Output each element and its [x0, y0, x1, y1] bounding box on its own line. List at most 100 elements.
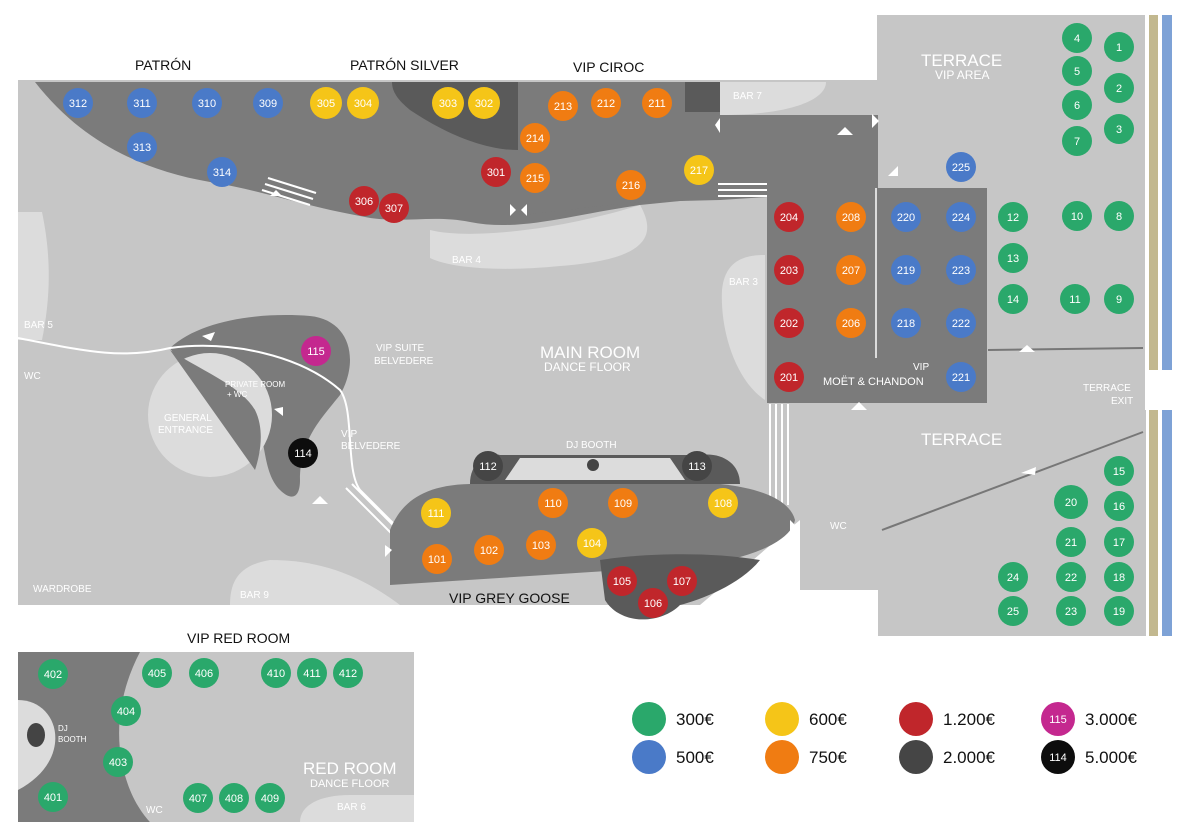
- table-407[interactable]: 407: [183, 783, 213, 813]
- table-marker[interactable]: [1056, 527, 1086, 557]
- table-212[interactable]: 212: [591, 88, 621, 118]
- table-marker[interactable]: [142, 658, 172, 688]
- table-marker[interactable]: [481, 157, 511, 187]
- table-marker[interactable]: [946, 152, 976, 182]
- table-marker[interactable]: [207, 157, 237, 187]
- table-marker[interactable]: [1104, 527, 1134, 557]
- table-marker[interactable]: [891, 308, 921, 338]
- table-marker[interactable]: [946, 202, 976, 232]
- table-215[interactable]: 215: [520, 163, 550, 193]
- table-marker[interactable]: [998, 202, 1028, 232]
- table-302[interactable]: 302: [468, 87, 500, 119]
- table-marker[interactable]: [421, 498, 451, 528]
- table-marker[interactable]: [349, 186, 379, 216]
- table-401[interactable]: 401: [38, 782, 68, 812]
- table-309[interactable]: 309: [253, 88, 283, 118]
- table-313[interactable]: 313: [127, 132, 157, 162]
- table-18[interactable]: 18: [1104, 562, 1134, 592]
- table-17[interactable]: 17: [1104, 527, 1134, 557]
- table-marker[interactable]: [301, 336, 331, 366]
- table-marker[interactable]: [1104, 491, 1134, 521]
- table-marker[interactable]: [183, 783, 213, 813]
- table-410[interactable]: 410: [261, 658, 291, 688]
- table-marker[interactable]: [836, 255, 866, 285]
- table-106[interactable]: 106: [638, 588, 668, 618]
- table-8[interactable]: 8: [1104, 201, 1134, 231]
- table-112[interactable]: 112: [473, 451, 503, 481]
- table-2[interactable]: 2: [1104, 73, 1134, 103]
- table-marker[interactable]: [1104, 73, 1134, 103]
- table-marker[interactable]: [538, 488, 568, 518]
- table-marker[interactable]: [684, 155, 714, 185]
- table-22[interactable]: 22: [1056, 562, 1086, 592]
- table-marker[interactable]: [1062, 201, 1092, 231]
- table-224[interactable]: 224: [946, 202, 976, 232]
- table-103[interactable]: 103: [526, 530, 556, 560]
- table-303[interactable]: 303: [432, 87, 464, 119]
- table-213[interactable]: 213: [548, 91, 578, 121]
- table-6[interactable]: 6: [1062, 90, 1092, 120]
- table-marker[interactable]: [333, 658, 363, 688]
- table-marker[interactable]: [607, 566, 637, 596]
- table-marker[interactable]: [946, 362, 976, 392]
- table-110[interactable]: 110: [538, 488, 568, 518]
- table-312[interactable]: 312: [63, 88, 93, 118]
- table-14[interactable]: 14: [998, 284, 1028, 314]
- table-marker[interactable]: [422, 544, 452, 574]
- table-marker[interactable]: [127, 88, 157, 118]
- table-216[interactable]: 216: [616, 170, 646, 200]
- table-25[interactable]: 25: [998, 596, 1028, 626]
- table-marker[interactable]: [998, 562, 1028, 592]
- table-marker[interactable]: [297, 658, 327, 688]
- table-marker[interactable]: [1062, 23, 1092, 53]
- table-225[interactable]: 225: [946, 152, 976, 182]
- table-307[interactable]: 307: [379, 193, 409, 223]
- table-11[interactable]: 11: [1060, 284, 1090, 314]
- table-102[interactable]: 102: [474, 535, 504, 565]
- table-21[interactable]: 21: [1056, 527, 1086, 557]
- table-marker[interactable]: [591, 88, 621, 118]
- table-marker[interactable]: [255, 783, 285, 813]
- table-105[interactable]: 105: [607, 566, 637, 596]
- table-marker[interactable]: [891, 255, 921, 285]
- table-107[interactable]: 107: [667, 566, 697, 596]
- table-222[interactable]: 222: [946, 308, 976, 338]
- table-202[interactable]: 202: [774, 308, 804, 338]
- table-16[interactable]: 16: [1104, 491, 1134, 521]
- table-marker[interactable]: [774, 202, 804, 232]
- table-marker[interactable]: [667, 566, 697, 596]
- table-marker[interactable]: [1060, 284, 1090, 314]
- table-19[interactable]: 19: [1104, 596, 1134, 626]
- table-402[interactable]: 402: [38, 659, 68, 689]
- table-24[interactable]: 24: [998, 562, 1028, 592]
- table-104[interactable]: 104: [577, 528, 607, 558]
- table-219[interactable]: 219: [891, 255, 921, 285]
- table-13[interactable]: 13: [998, 243, 1028, 273]
- table-marker[interactable]: [63, 88, 93, 118]
- table-206[interactable]: 206: [836, 308, 866, 338]
- table-208[interactable]: 208: [836, 202, 866, 232]
- table-marker[interactable]: [1104, 201, 1134, 231]
- table-115[interactable]: 115: [301, 336, 331, 366]
- table-marker[interactable]: [836, 308, 866, 338]
- table-304[interactable]: 304: [347, 87, 379, 119]
- table-marker[interactable]: [774, 255, 804, 285]
- table-20[interactable]: 20: [1054, 485, 1088, 519]
- table-306[interactable]: 306: [349, 186, 379, 216]
- table-marker[interactable]: [1104, 32, 1134, 62]
- table-marker[interactable]: [253, 88, 283, 118]
- table-15[interactable]: 15: [1104, 456, 1134, 486]
- table-314[interactable]: 314: [207, 157, 237, 187]
- table-marker[interactable]: [946, 255, 976, 285]
- table-412[interactable]: 412: [333, 658, 363, 688]
- table-23[interactable]: 23: [1056, 596, 1086, 626]
- table-7[interactable]: 7: [1062, 126, 1092, 156]
- table-marker[interactable]: [1062, 126, 1092, 156]
- table-409[interactable]: 409: [255, 783, 285, 813]
- table-marker[interactable]: [111, 696, 141, 726]
- table-marker[interactable]: [682, 451, 712, 481]
- table-217[interactable]: 217: [684, 155, 714, 185]
- table-301[interactable]: 301: [481, 157, 511, 187]
- table-3[interactable]: 3: [1104, 114, 1134, 144]
- table-marker[interactable]: [38, 659, 68, 689]
